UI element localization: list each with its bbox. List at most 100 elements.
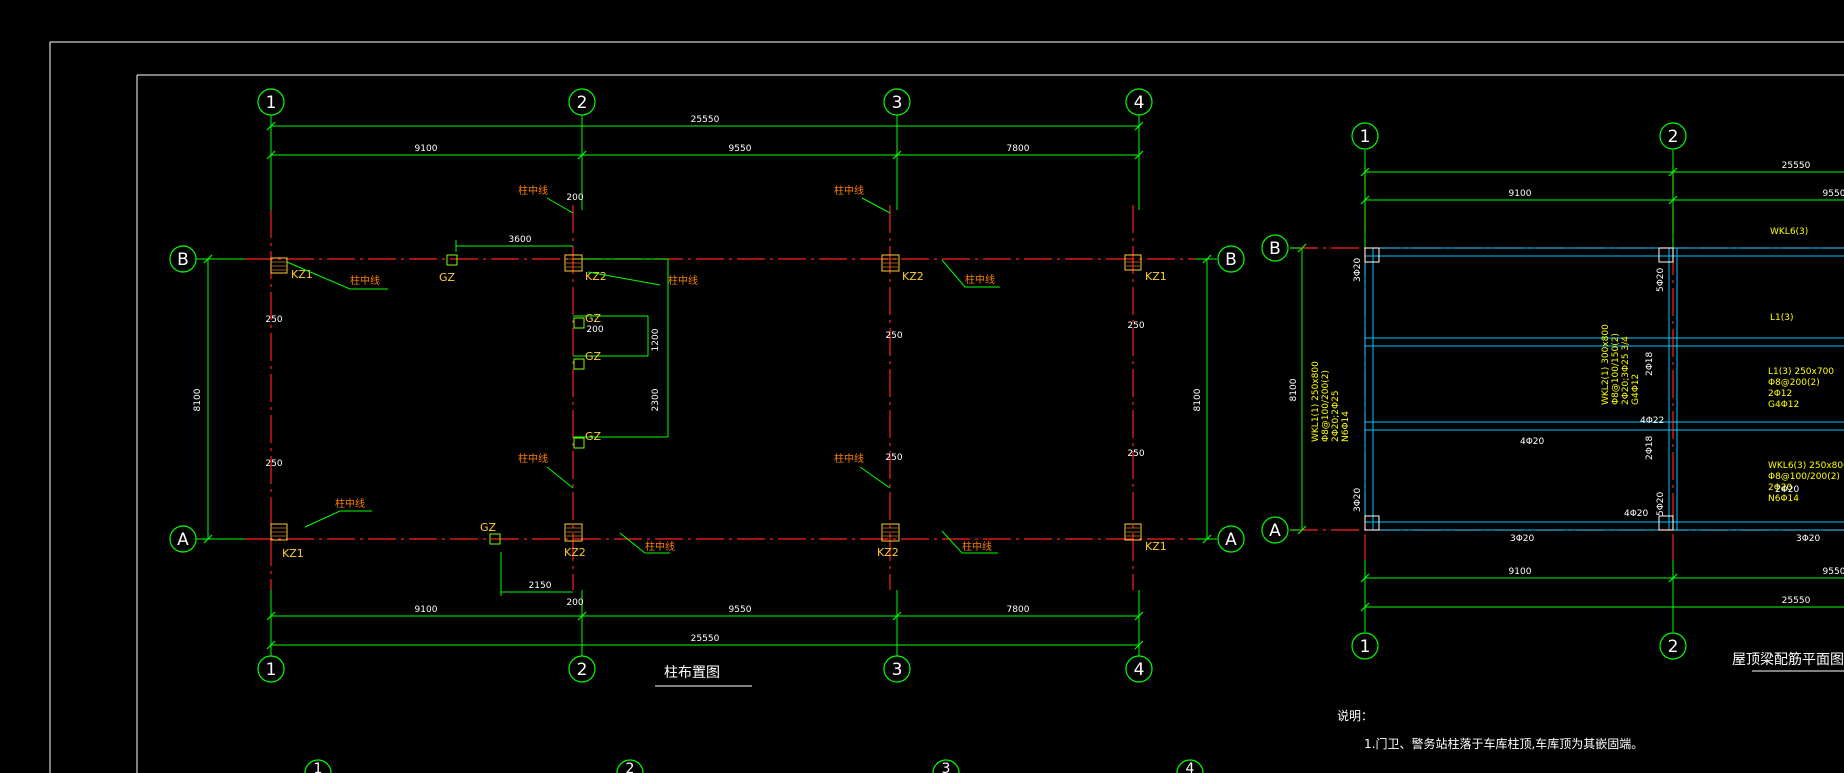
beam-label-wkl6-line4: N6Φ14 (1768, 494, 1799, 504)
grid-label-1-top: 1 (266, 93, 277, 113)
beam-label-l1-line3: 2Φ12 (1768, 389, 1792, 399)
right-dim-total-bottom: 25550 (1782, 596, 1811, 606)
dim-total-top: 25550 (691, 115, 720, 125)
rebar-2-20: 2Φ20 (1775, 485, 1800, 495)
dim-250-b: 250 (265, 459, 282, 469)
right-grid-label-1-top: 1 (1360, 127, 1371, 147)
grid-label-2-bottom: 2 (577, 660, 588, 680)
dim-span1-bottom: 9100 (415, 605, 438, 615)
dim-span2-top: 9550 (729, 144, 752, 154)
rebar-3-20-top: 3Φ20 (1353, 257, 1363, 282)
beam-label-l1-top: L1(3) (1770, 313, 1794, 323)
leader-note-4: 柱中线 (834, 184, 864, 197)
dimension-ticks (203, 121, 1212, 650)
beam-label-wkl1-line4: N6Φ14 (1341, 411, 1351, 442)
dim-side-left: 8100 (193, 388, 203, 411)
gz-label-1: GZ (439, 271, 456, 284)
col-label-kz1-a1: KZ1 (282, 547, 304, 560)
dim-span1-top: 9100 (415, 144, 438, 154)
rebar-3-20-b1: 3Φ20 (1510, 534, 1535, 544)
grid-label-b-left: B (177, 250, 189, 270)
right-dim-span1-bottom: 9100 (1509, 567, 1532, 577)
right-dim-side: 8100 (1289, 378, 1299, 401)
gz-label-5: GZ (480, 521, 497, 534)
dim-span2-bottom: 9550 (729, 605, 752, 615)
leader-note-2: 柱中线 (518, 184, 548, 197)
right-columns (1364, 247, 1674, 531)
dim-span3-bottom: 7800 (1007, 605, 1030, 615)
col-label-kz2-a2: KZ2 (564, 546, 586, 559)
dim-250-a: 250 (265, 315, 282, 325)
dimension-lines (196, 115, 1217, 656)
bottom-grid-label-2: 2 (626, 761, 635, 773)
beam-label-l2-line2: Φ8@100/150(2) (1611, 333, 1621, 405)
grid-label-4-top: 4 (1134, 93, 1145, 113)
leader-note-6: 柱中线 (518, 452, 548, 465)
leader-note-8: 柱中线 (335, 497, 365, 510)
rebar-2-18-a: 2Φ18 (1645, 351, 1655, 376)
rebar-3-20-b2: 3Φ20 (1796, 534, 1821, 544)
column-layout-plan: 1 2 3 4 1 2 3 4 B A B A 25550 9100 9550 … (169, 88, 1245, 687)
gz-label-2: GZ (585, 312, 602, 325)
gz-label-4: GZ (585, 430, 602, 443)
col-label-kz2-b2: KZ2 (585, 270, 607, 283)
col-label-kz1-b4: KZ1 (1145, 270, 1167, 283)
right-dim-span2-bottom: 9550 (1823, 567, 1844, 577)
roof-beam-reinforcement-plan: 1 2 1 2 B A (1261, 122, 1844, 672)
dim-200-b: 200 (586, 325, 603, 335)
leader-note-9: 柱中线 (645, 540, 675, 553)
right-grid-bubbles (1261, 122, 1687, 660)
col-label-kz2-a3: KZ2 (877, 546, 899, 559)
bottom-grid-label-4: 4 (1186, 761, 1195, 773)
beam-label-wkl6-top: WKL6(3) (1770, 227, 1808, 237)
beam-label-l2-line4: G4Φ12 (1631, 374, 1641, 405)
right-grid-label-b: B (1269, 239, 1281, 259)
leader-note-5: 柱中线 (965, 273, 995, 286)
dim-total-bottom: 25550 (691, 634, 720, 644)
right-plan-title: 屋顶梁配筋平面图 (1732, 651, 1844, 668)
right-dimension-ticks (1297, 167, 1678, 612)
beam-label-l1-line4: G4Φ12 (1768, 400, 1799, 410)
right-dimension-lines (1290, 150, 1844, 632)
grid-bubbles-top (169, 88, 1245, 683)
dim-span3-top: 7800 (1007, 144, 1030, 154)
beam-label-l2-line1: WKL2(1) 300x800 (1601, 324, 1611, 405)
col-label-kz1-a4: KZ1 (1145, 540, 1167, 553)
drawing-frame (49, 41, 1844, 773)
grid-label-a-right: A (1225, 530, 1237, 550)
rebar-4-20: 4Φ20 (1520, 437, 1545, 447)
col-label-kz2-b3: KZ2 (902, 270, 924, 283)
left-plan-title: 柱布置图 (664, 665, 720, 681)
dim-gz-offset-top: 3600 (509, 235, 532, 245)
columns (270, 254, 1142, 542)
rebar-4-22: 4Φ22 (1640, 416, 1664, 426)
grid-label-a-left: A (177, 530, 189, 550)
bottom-grid-label-1: 1 (314, 761, 323, 773)
right-grid-label-2-top: 2 (1668, 127, 1679, 147)
leader-note-10: 柱中线 (962, 540, 992, 553)
dim-1200: 1200 (651, 328, 661, 351)
right-grid-label-2-bottom: 2 (1668, 637, 1679, 657)
col-label-kz1-b1: KZ1 (291, 268, 313, 281)
gz-label-3: GZ (585, 350, 602, 363)
notes-heading: 说明： (1337, 708, 1373, 723)
right-dim-total-top: 25550 (1782, 161, 1811, 171)
beam-label-wkl1-line2: Φ8@100/200(2) (1321, 370, 1331, 442)
dim-gz-offset-bottom: 2150 (529, 581, 552, 591)
bottom-grid-label-3: 3 (942, 761, 951, 773)
dim-2300: 2300 (651, 388, 661, 411)
beam-label-wkl6-line1: WKL6(3) 250x800 (1768, 461, 1844, 471)
right-grid-label-a: A (1269, 521, 1281, 541)
right-grid-label-1-bottom: 1 (1360, 637, 1371, 657)
right-dim-span1-top: 9100 (1509, 189, 1532, 199)
dim-250-f: 250 (1127, 449, 1144, 459)
grid-label-4-bottom: 4 (1134, 660, 1145, 680)
grid-label-3-bottom: 3 (892, 660, 903, 680)
rebar-5-20-b: 5Φ20 (1656, 491, 1666, 516)
leader-note-7: 柱中线 (834, 452, 864, 465)
dim-250-e: 250 (1127, 321, 1144, 331)
dim-250-c: 250 (885, 331, 902, 341)
leader-note-1: 柱中线 (350, 274, 380, 287)
beam-label-l1-line1: L1(3) 250x700 (1768, 367, 1834, 377)
